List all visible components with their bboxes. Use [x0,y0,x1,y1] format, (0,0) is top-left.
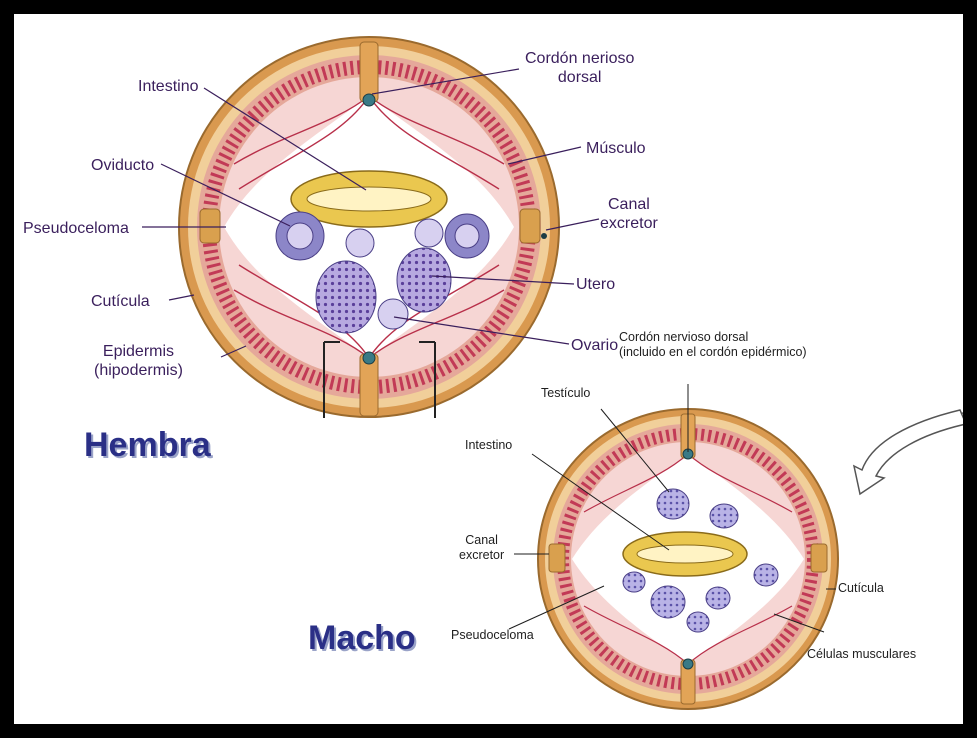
male-gonad-right [706,587,730,609]
male-gonad-bottom [687,612,709,632]
female-title: Hembra [84,426,211,465]
female-label-epidermis: Epidermis (hipodermis) [94,342,183,380]
female-label-intestine: Intestino [138,77,198,96]
male-gonad-left [623,572,645,592]
male-label-pseudocoelom: Pseudoceloma [451,628,534,643]
female-oviduct-lumen [287,223,313,249]
female-label-dorsal-cord-text: Cordón nerioso dorsal [525,49,634,87]
male-testicle [657,489,689,519]
male-label-dorsal-cord: Cordón nervioso dorsal (incluido en el c… [619,330,807,360]
female-label-muscle: Músculo [586,139,646,158]
female-label-cuticle: Cutícula [91,292,150,311]
male-lateral-cord-left [549,544,565,572]
female-lateral-cord-right [520,209,540,243]
male-lateral-cord-right [811,544,827,572]
male-gonad-top-right [710,504,738,528]
male-label-muscle-cells: Células musculares [807,647,916,662]
male-label-excretory-canal: Canal excretor [459,533,504,563]
female-intestine-lumen [307,187,431,211]
diagram-canvas: Cordón nerioso dorsal Intestino Músculo … [14,14,963,724]
male-gonad-center [651,586,685,618]
female-dorsal-nerve [363,94,375,106]
male-gonad-far-right [754,564,778,586]
female-ventral-nerve [363,352,375,364]
female-label-ovary: Ovario [571,336,618,355]
female-label-oviduct: Oviducto [91,156,154,175]
female-label-uterus: Utero [576,275,615,294]
female-cross-section [142,37,599,418]
male-ventral-nerve [683,659,693,669]
female-label-pseudocoelom: Pseudoceloma [23,219,129,238]
male-label-cuticle: Cutícula [838,581,884,596]
female-label-dorsal-cord: Cordón nerioso dorsal [525,49,634,87]
male-title: Macho [308,619,416,658]
female-uterus-left [316,261,376,333]
female-ovary [378,299,408,329]
male-label-intestine: Intestino [465,438,512,453]
female-oviduct-right-lumen [455,224,479,248]
magnify-arrow-icon [854,410,963,494]
female-label-excretory-canal: Canal excretor [600,195,658,233]
male-label-testicle: Testículo [541,386,590,401]
female-ovary-small-left [346,229,374,257]
male-intestine-lumen [637,545,733,563]
female-excretory-canal-dot [541,233,547,239]
female-lateral-cord-left [200,209,220,243]
female-ovary-small-right [415,219,443,247]
female-uterus-right [397,248,451,312]
